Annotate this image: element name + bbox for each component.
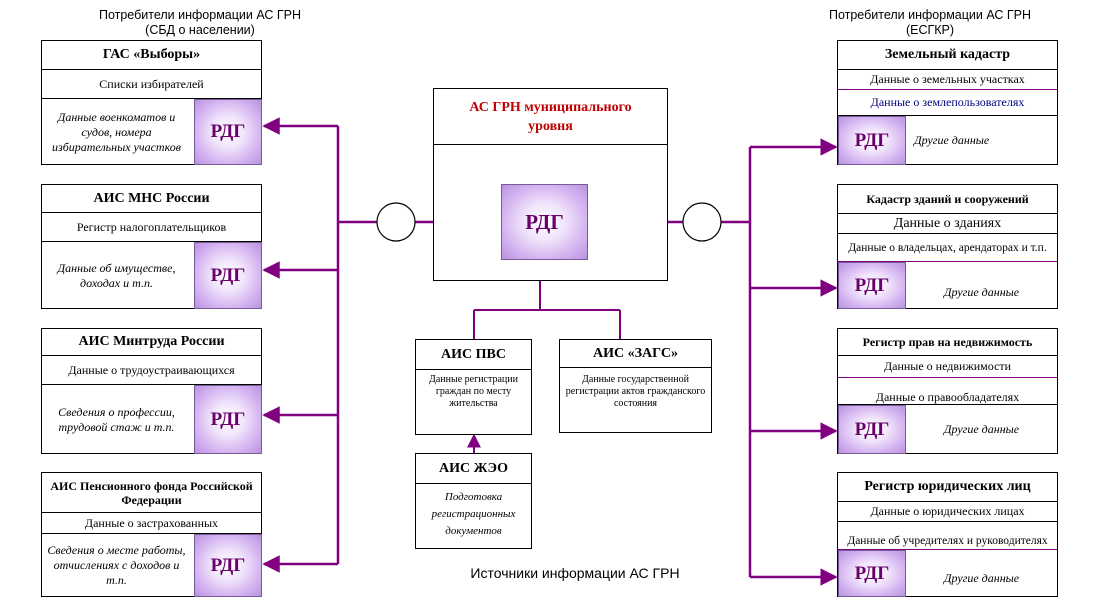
- box-row-1: Данные о зданиях: [838, 214, 1057, 234]
- rdg-label: РДГ: [854, 129, 890, 151]
- box-row: Данные о трудоустраивающихся: [42, 356, 261, 385]
- box-title: Земельный кадастр: [838, 41, 1057, 70]
- right-caption-line2: (ЕСГКР): [905, 23, 955, 37]
- box-note: Другие данные: [943, 285, 1020, 299]
- box-row: Данные о застрахованных: [42, 513, 261, 534]
- source-box-ais-zheo: АИС ЖЭО Подготовка регистрационных докум…: [415, 453, 532, 549]
- rdg-block: РДГ: [194, 99, 262, 165]
- box-row-2: Данные о правообладателях: [838, 378, 1057, 405]
- rdg-label: РДГ: [854, 418, 890, 440]
- source-box-ais-zags: АИС «ЗАГС» Данные государственной регист…: [559, 339, 712, 433]
- box-row-2: Данные о владельцах, арендаторах и т.п.: [838, 234, 1057, 262]
- left-caption-line1: Потребители информации АС ГРН: [98, 8, 302, 22]
- consumer-box-gas-vybory: ГАС «Выборы» Списки избирателей Данные в…: [41, 40, 262, 165]
- left-consumers-caption: Потребители информации АС ГРН (СБД о нас…: [60, 8, 340, 38]
- left-caption-line2: (СБД о населении): [145, 23, 255, 37]
- rdg-block: РДГ: [194, 534, 262, 597]
- rdg-block: РДГ: [838, 116, 906, 165]
- center-title: АС ГРН муниципального уровня: [434, 89, 667, 145]
- box-row: Списки избирателей: [42, 70, 261, 99]
- box-note: Данные военкоматов и судов, номера избир…: [52, 109, 181, 154]
- box-title: АИС Пенсионного фонда Российской Федерац…: [42, 473, 261, 513]
- box-note: Другие данные: [943, 422, 1020, 436]
- rdg-block: РДГ: [194, 385, 262, 454]
- box-note: Сведения о профессии, трудовой стаж и т.…: [58, 404, 175, 434]
- right-caption-line1: Потребители информации АС ГРН: [828, 8, 1032, 22]
- consumer-box-registr-prav: Регистр прав на недвижимость Данные о не…: [837, 328, 1058, 454]
- consumer-box-kadastr-zdaniy: Кадастр зданий и сооружений Данные о зда…: [837, 184, 1058, 309]
- consumer-box-registr-yurlits: Регистр юридических лиц Данные о юридиче…: [837, 472, 1058, 597]
- rdg-label: РДГ: [854, 562, 890, 584]
- rdg-block: РДГ: [838, 405, 906, 454]
- box-text: Данные регистрации граждан по месту жите…: [429, 374, 518, 409]
- box-note: Другие данные: [943, 571, 1020, 585]
- box-row-1: Данные о недвижимости: [838, 356, 1057, 378]
- connector-circle-left: [376, 202, 416, 242]
- center-rdg-block: РДГ: [501, 184, 588, 260]
- rdg-label: РДГ: [854, 274, 890, 296]
- box-title: Регистр прав на недвижимость: [838, 329, 1057, 356]
- rdg-label: РДГ: [210, 408, 246, 430]
- rdg-label: РДГ: [210, 554, 246, 576]
- box-row-1: Данные о юридических лицах: [838, 502, 1057, 522]
- box-title: АИС Минтруда России: [42, 329, 261, 356]
- rdg-label: РДГ: [525, 209, 564, 234]
- connector-circle-right: [682, 202, 722, 242]
- box-row: Регистр налогоплательщиков: [42, 213, 261, 242]
- box-note: Сведения о месте работы, отчислениях с д…: [47, 543, 186, 587]
- right-consumers-caption: Потребители информации АС ГРН (ЕСГКР): [790, 8, 1070, 38]
- box-title: АИС «ЗАГС»: [560, 340, 711, 368]
- sources-caption: Источники информации АС ГРН: [470, 565, 680, 581]
- box-note: Данные об имуществе, доходах и т.п.: [57, 260, 176, 290]
- box-title: ГАС «Выборы»: [42, 41, 261, 70]
- box-row-2: Данные об учредителях и руководителях: [838, 522, 1057, 550]
- consumer-box-ais-mintrud: АИС Минтруда России Данные о трудоустраи…: [41, 328, 262, 454]
- source-box-ais-pvs: АИС ПВС Данные регистрации граждан по ме…: [415, 339, 532, 435]
- box-row-1: Данные о земельных участках: [838, 70, 1057, 90]
- box-text: Данные государственной регистрации актов…: [565, 374, 706, 409]
- box-note: Другие данные: [914, 133, 990, 147]
- rdg-label: РДГ: [210, 121, 246, 142]
- rdg-block: РДГ: [194, 242, 262, 309]
- box-title: АИС МНС России: [42, 185, 261, 213]
- consumer-box-pfr: АИС Пенсионного фонда Российской Федерац…: [41, 472, 262, 597]
- consumer-box-zemelny-kadastr: Земельный кадастр Данные о земельных уча…: [837, 40, 1058, 165]
- box-title: АИС ЖЭО: [416, 454, 531, 484]
- consumer-box-ais-mns: АИС МНС России Регистр налогоплательщико…: [41, 184, 262, 309]
- box-title: Регистр юридических лиц: [838, 473, 1057, 502]
- box-text: Подготовка регистрационных документов: [431, 490, 516, 537]
- box-row-2: Данные о землепользователях: [838, 90, 1057, 116]
- box-title: Кадастр зданий и сооружений: [838, 185, 1057, 214]
- box-title: АИС ПВС: [416, 340, 531, 370]
- rdg-block: РДГ: [838, 262, 906, 309]
- rdg-block: РДГ: [838, 550, 906, 597]
- rdg-label: РДГ: [210, 264, 246, 286]
